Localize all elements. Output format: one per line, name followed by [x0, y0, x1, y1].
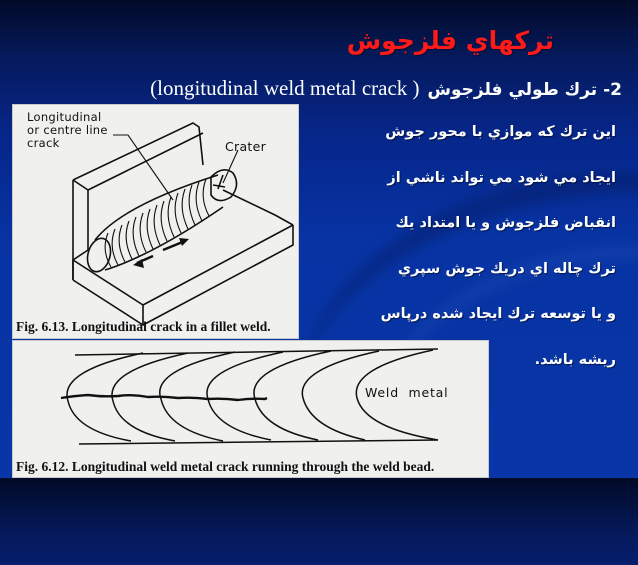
body-paragraph: اين ترك كه موازي با محور جوش ايجاد مي شو… [376, 118, 616, 392]
arrow-right-icon [179, 238, 189, 246]
figure1-caption: Fig. 6.13. Longitudinal crack in a fille… [16, 319, 271, 334]
body-line: ترك چاله اي دريك جوش سپري [397, 260, 616, 277]
figure2-caption: Fig. 6.12. Longitudinal weld metal crack… [16, 459, 435, 474]
subtitle-english: (longitudinal weld metal crack ) [150, 76, 420, 100]
body-line: ريشه باشد. [534, 351, 616, 368]
label-crack: crack [27, 136, 60, 150]
figure-weld-bead-crack: Weld metal Fig. 6.12. Longitudinal weld … [12, 340, 489, 478]
subtitle-persian: 2- ترك طولي فلزجوش [427, 80, 622, 100]
body-line: ايجاد مي شود مي تواند ناشي از [387, 169, 616, 186]
label-weld-metal: Weld metal [365, 385, 449, 400]
label-centre-line: or centre line [27, 123, 108, 137]
label-longitudinal: Longitudinal [27, 110, 102, 124]
slide-title: ترکهاي فلزجوش [346, 26, 554, 55]
slide-subtitle: 2- ترك طولي فلزجوش (longitudinal weld me… [150, 76, 622, 101]
body-line: و يا توسعه ترك ايجاد شده درپاس [380, 306, 616, 323]
label-crater: Crater [225, 139, 267, 154]
fillet-weld-drawing [72, 122, 294, 326]
crack-line [60, 393, 268, 402]
weld-bead-drawing [60, 348, 439, 445]
figure-fillet-weld: Longitudinal or centre line crack Crater… [12, 104, 299, 339]
body-line: اين ترك كه موازي با محور جوش [385, 124, 616, 140]
arrow-left-icon [133, 259, 144, 268]
body-line: انقباض فلزجوش و يا امتداد يك [395, 215, 616, 232]
